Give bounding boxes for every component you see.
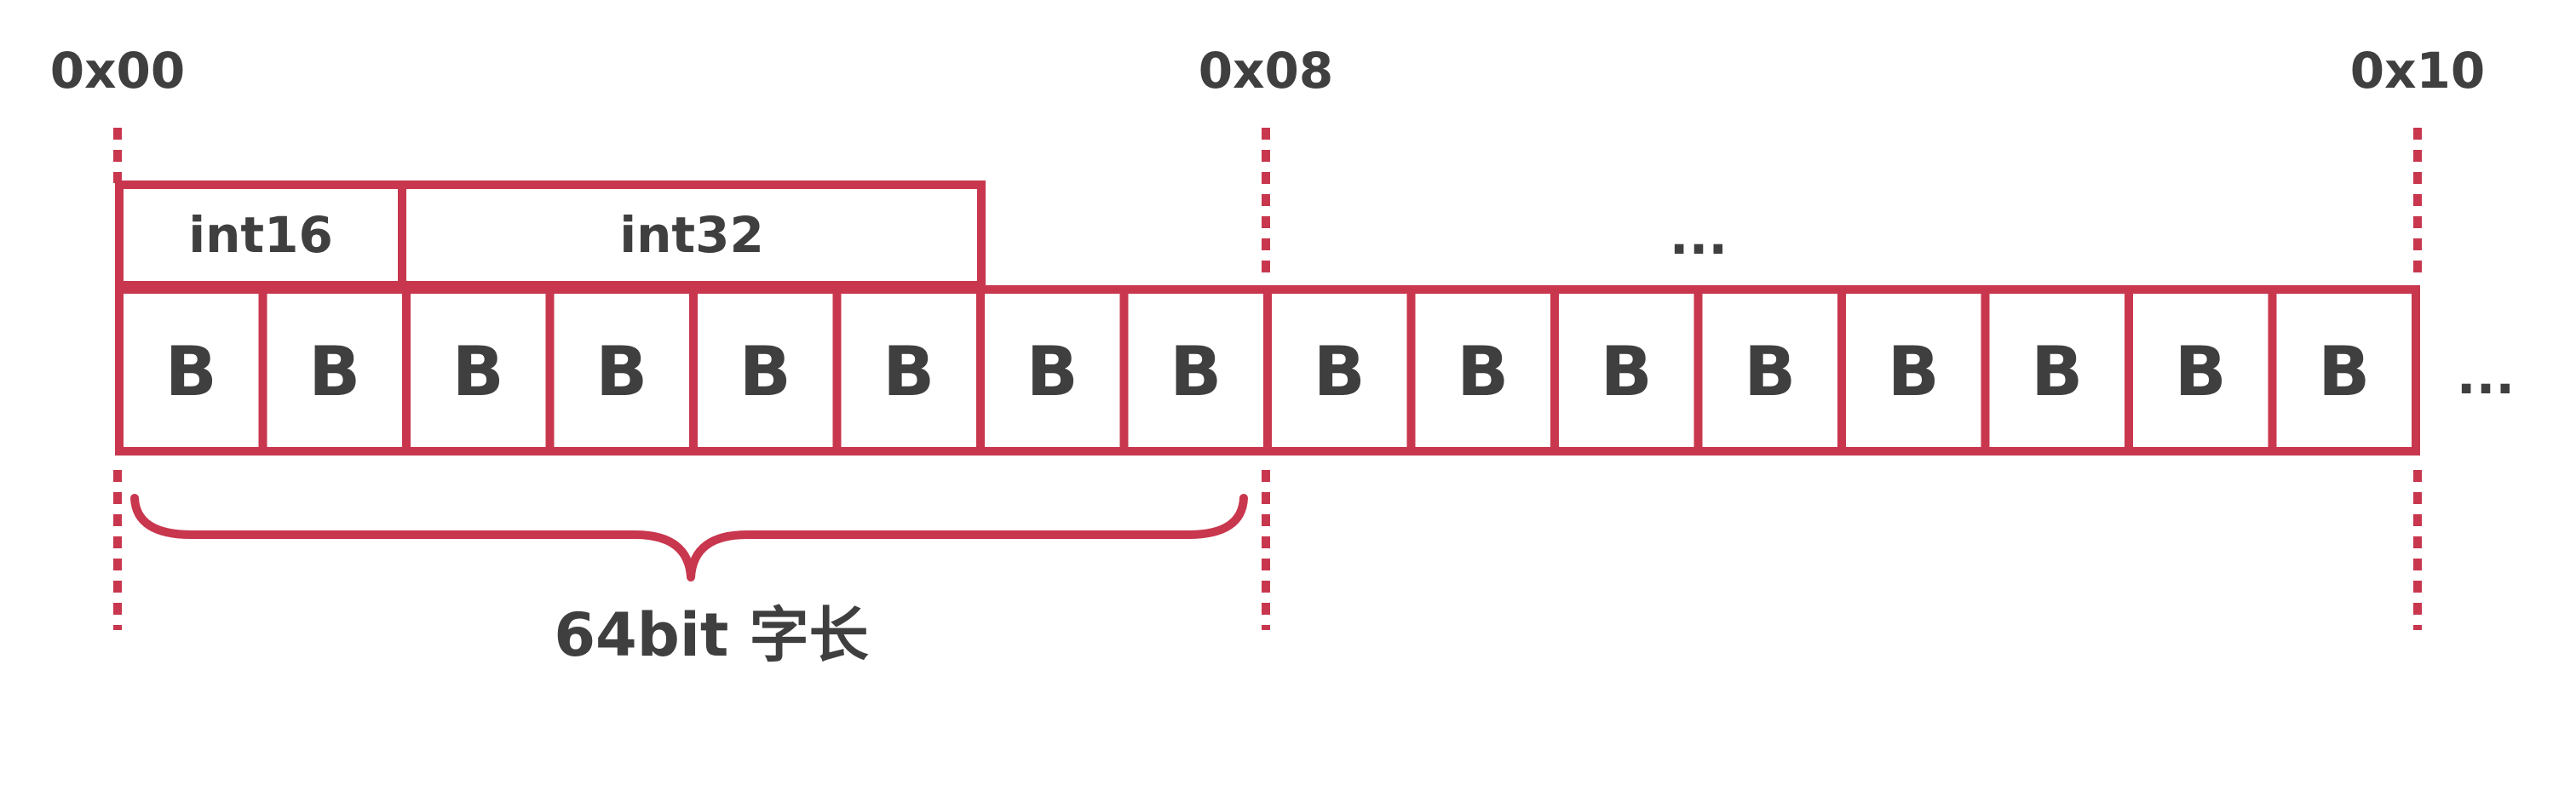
byte-cell-label: B [1601, 332, 1653, 411]
field-label-int32: int32 [619, 206, 764, 264]
address-label-0x10: 0x10 [2350, 42, 2485, 100]
byte-cell-label: B [2031, 332, 2083, 411]
byte-cell-label: B [165, 332, 217, 411]
row-trailing-ellipsis: ... [2457, 347, 2515, 406]
field-row-ellipsis: ... [1670, 207, 1728, 266]
byte-cell-label: B [739, 332, 791, 411]
word-size-label: 64bit 字长 [554, 600, 868, 670]
byte-cell-label: B [1457, 332, 1509, 411]
field-label-int16: int16 [188, 206, 333, 264]
byte-cell-label: B [595, 332, 647, 411]
byte-cell-label: B [1744, 332, 1796, 411]
byte-cell-label: B [883, 332, 934, 411]
byte-cell-label: B [1026, 332, 1078, 411]
byte-cell-label: B [1888, 332, 1940, 411]
byte-cell-label: B [2175, 332, 2227, 411]
byte-cell-label: B [2318, 332, 2370, 411]
word-brace [130, 494, 1248, 582]
address-label-0x08: 0x08 [1199, 42, 1333, 100]
byte-cell-label: B [1314, 332, 1366, 411]
address-label-0x00: 0x00 [50, 42, 185, 100]
byte-cell-label: B [1170, 332, 1222, 411]
byte-cell-label: B [452, 332, 504, 411]
byte-cell [2268, 285, 2420, 456]
byte-cell-label: B [308, 332, 360, 411]
